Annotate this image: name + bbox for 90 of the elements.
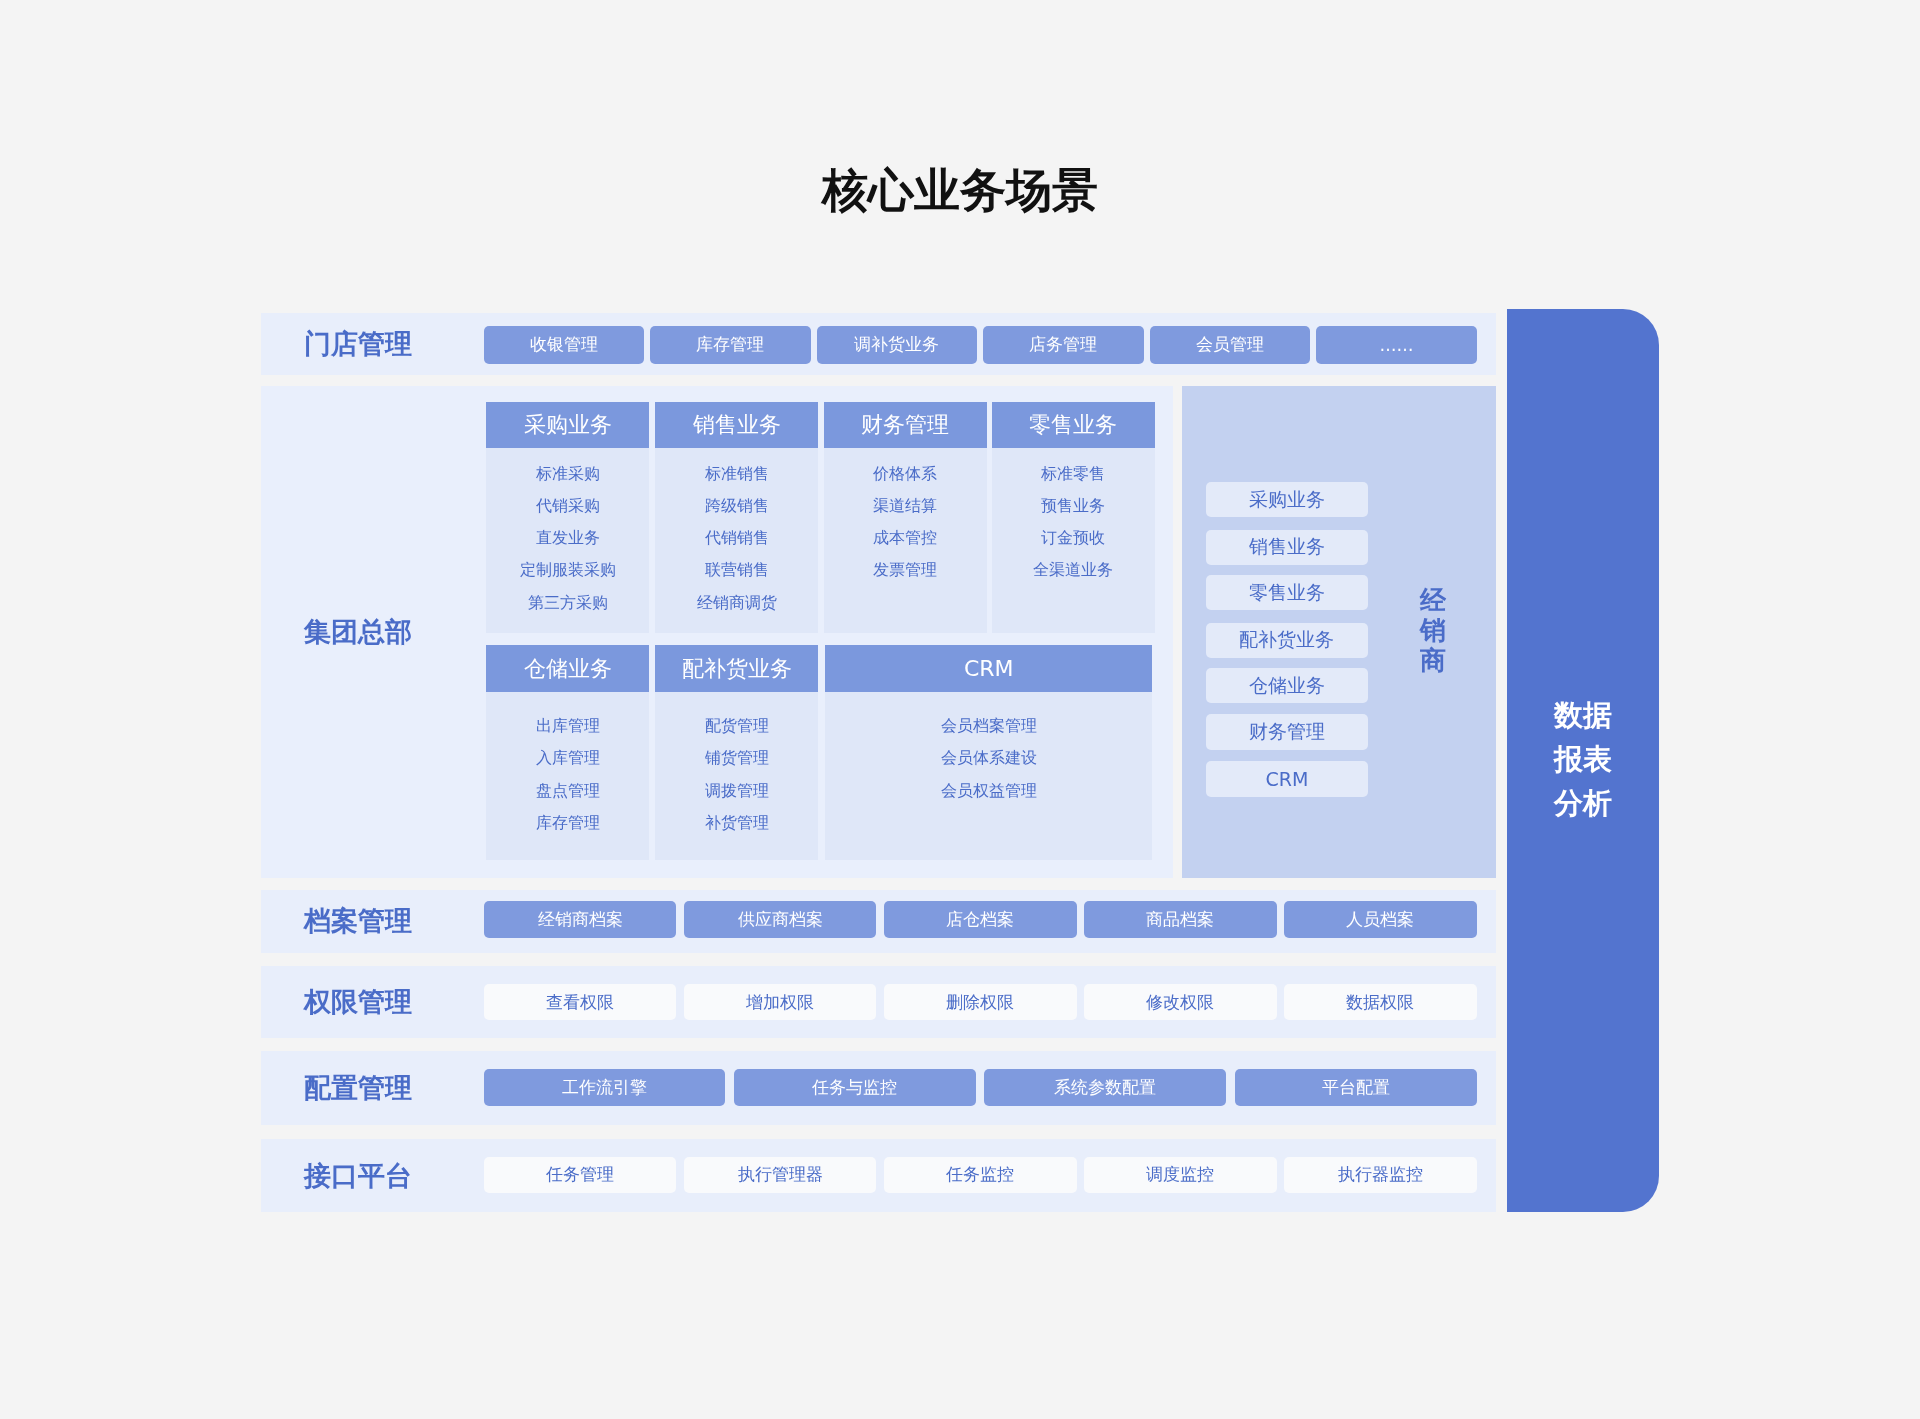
module-card xyxy=(825,645,1153,860)
diagram-title: 核心业务场景 xyxy=(820,162,1099,219)
list-item: 直发业务 xyxy=(534,528,601,550)
module-tag: 采购业务 xyxy=(1206,481,1368,518)
module-button: 经销商档案 xyxy=(483,901,677,938)
function-tag: 调度监控 xyxy=(1083,1157,1277,1193)
section-heading: 门店管理 xyxy=(303,327,412,362)
module-button: 商品档案 xyxy=(1083,901,1277,938)
section-heading: 权限管理 xyxy=(303,985,412,1020)
module-button: 收银管理 xyxy=(483,325,645,364)
module-card xyxy=(824,401,987,634)
list-item: 会员权益管理 xyxy=(939,780,1038,802)
list-item: 入库管理 xyxy=(534,748,601,770)
list-item: 出库管理 xyxy=(534,716,601,738)
card-header: 销售业务 xyxy=(655,401,818,449)
list-item: 第三方采购 xyxy=(526,592,609,614)
module-tag: 零售业务 xyxy=(1206,574,1368,611)
module-button: 店仓档案 xyxy=(883,901,1077,938)
function-tag: 增加权限 xyxy=(683,984,877,1020)
section-panel xyxy=(260,313,1497,375)
module-button: 工作流引擎 xyxy=(483,1068,726,1106)
list-item: 预售业务 xyxy=(1040,496,1107,518)
function-tag: 删除权限 xyxy=(883,984,1077,1020)
list-item: 配货管理 xyxy=(703,716,770,738)
section-heading: 配置管理 xyxy=(303,1070,412,1105)
section-heading: 集团总部 xyxy=(303,614,412,649)
function-tag: 任务监控 xyxy=(883,1157,1077,1193)
list-item: 代销销售 xyxy=(703,528,770,550)
section-heading: 接口平台 xyxy=(303,1158,412,1193)
module-button: …… xyxy=(1316,325,1477,364)
module-tag: 财务管理 xyxy=(1206,714,1368,750)
list-item: 渠道结算 xyxy=(872,496,939,518)
section-panel xyxy=(260,890,1497,953)
list-item: 标准零售 xyxy=(1040,463,1107,485)
list-item: 代销采购 xyxy=(534,496,601,518)
dealer-panel xyxy=(1181,385,1497,878)
module-button: 库存管理 xyxy=(650,325,811,364)
module-card xyxy=(655,645,818,860)
module-button: 人员档案 xyxy=(1284,901,1477,938)
list-item: 调拨管理 xyxy=(703,780,770,802)
list-item: 发票管理 xyxy=(872,560,939,582)
list-item: 铺货管理 xyxy=(703,748,770,770)
module-button: 平台配置 xyxy=(1234,1068,1477,1106)
list-item: 跨级销售 xyxy=(703,496,770,518)
card-header: 财务管理 xyxy=(824,401,987,449)
module-button: 调补货业务 xyxy=(816,325,978,364)
module-button: 会员管理 xyxy=(1149,325,1311,364)
card-header: CRM xyxy=(825,645,1153,692)
list-item: 成本管控 xyxy=(872,528,939,550)
card-header: 配补货业务 xyxy=(655,645,818,692)
module-tag: 销售业务 xyxy=(1206,529,1368,566)
module-card xyxy=(486,645,649,860)
card-header: 零售业务 xyxy=(991,401,1155,449)
function-tag: 任务管理 xyxy=(483,1157,677,1193)
list-item: 标准采购 xyxy=(534,463,601,485)
list-item: 价格体系 xyxy=(872,463,939,485)
module-button: 供应商档案 xyxy=(683,901,877,938)
function-tag: 查看权限 xyxy=(483,984,677,1020)
vertical-heading: 数据报表分析 xyxy=(1553,697,1614,823)
section-panel xyxy=(260,385,1174,878)
list-item: 库存管理 xyxy=(534,812,601,834)
function-tag: 修改权限 xyxy=(1083,984,1277,1020)
module-button: 系统参数配置 xyxy=(984,1068,1227,1106)
card-header: 采购业务 xyxy=(486,401,649,449)
list-item: 会员体系建设 xyxy=(939,748,1038,770)
function-tag: 执行器监控 xyxy=(1284,1157,1477,1193)
card-header: 仓储业务 xyxy=(486,645,649,692)
list-item: 会员档案管理 xyxy=(939,716,1038,738)
module-button: 店务管理 xyxy=(983,325,1144,364)
module-card xyxy=(486,401,649,634)
list-item: 补货管理 xyxy=(703,812,770,834)
list-item: 经销商调货 xyxy=(695,592,778,614)
module-button: 任务与监控 xyxy=(734,1068,976,1106)
module-tag: 仓储业务 xyxy=(1206,667,1368,704)
list-item: 订金预收 xyxy=(1040,528,1107,550)
function-tag: 数据权限 xyxy=(1284,984,1477,1020)
report-panel xyxy=(1507,308,1660,1213)
list-item: 标准销售 xyxy=(703,463,770,485)
section-heading: 档案管理 xyxy=(303,904,412,939)
module-card xyxy=(655,401,818,634)
module-tag: 配补货业务 xyxy=(1206,622,1368,659)
section-panel xyxy=(260,1050,1497,1126)
list-item: 全渠道业务 xyxy=(1032,560,1115,582)
module-tag: CRM xyxy=(1206,761,1368,797)
list-item: 定制服装采购 xyxy=(518,560,617,582)
function-tag: 执行管理器 xyxy=(683,1157,877,1193)
list-item: 盘点管理 xyxy=(534,780,601,802)
vertical-heading: 经销商 xyxy=(1418,585,1447,676)
list-item: 联营销售 xyxy=(703,560,770,582)
module-card xyxy=(991,401,1155,634)
